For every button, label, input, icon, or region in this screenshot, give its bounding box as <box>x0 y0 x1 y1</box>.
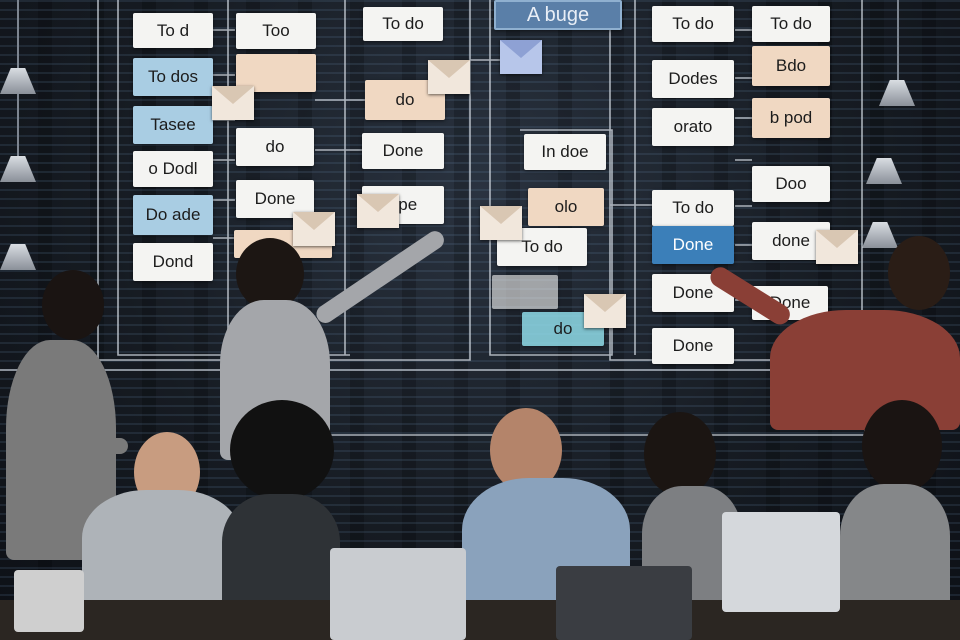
task-card[interactable]: In doe <box>524 134 606 170</box>
envelope-icon[interactable] <box>293 212 335 246</box>
task-card-blank[interactable] <box>236 54 316 92</box>
task-card[interactable]: olo <box>528 188 604 226</box>
task-card[interactable]: orato <box>652 108 734 146</box>
envelope-icon[interactable] <box>816 230 858 264</box>
task-card[interactable]: Tasee <box>133 106 213 144</box>
laptop <box>722 512 840 612</box>
task-card[interactable]: To d <box>133 13 213 48</box>
task-card[interactable]: Dodes <box>652 60 734 98</box>
task-card[interactable]: To do <box>363 7 443 41</box>
task-card[interactable]: o Dodl <box>133 151 213 187</box>
task-card[interactable]: Done <box>362 133 444 169</box>
envelope-icon[interactable] <box>500 40 542 74</box>
mug <box>14 570 84 632</box>
envelope-icon[interactable] <box>480 206 522 240</box>
envelope-icon[interactable] <box>357 194 399 228</box>
task-card[interactable]: To do <box>752 6 830 42</box>
task-card[interactable]: To do <box>652 6 734 42</box>
lamp-cord <box>17 0 19 68</box>
task-card[interactable]: Doo <box>752 166 830 202</box>
task-card[interactable]: do <box>236 128 314 166</box>
envelope-icon[interactable] <box>584 294 626 328</box>
task-card[interactable]: Bdo <box>752 46 830 86</box>
task-card-blank[interactable] <box>492 275 558 309</box>
task-card[interactable]: Do ade <box>133 195 213 235</box>
task-card[interactable]: Dond <box>133 243 213 281</box>
task-card[interactable]: Too <box>236 13 316 49</box>
laptop <box>330 548 466 640</box>
task-card-selected[interactable]: Done <box>652 226 734 264</box>
task-card[interactable]: b pod <box>752 98 830 138</box>
lamp-cord <box>897 0 899 80</box>
laptop <box>556 566 692 640</box>
task-card[interactable]: To dos <box>133 58 213 96</box>
envelope-icon[interactable] <box>212 86 254 120</box>
task-card[interactable]: Done <box>236 180 314 218</box>
lamp-cord <box>17 94 19 156</box>
board-header[interactable]: A buge <box>494 0 622 30</box>
task-card[interactable]: To do <box>652 190 734 226</box>
task-card[interactable]: Done <box>652 328 734 364</box>
envelope-icon[interactable] <box>428 60 470 94</box>
